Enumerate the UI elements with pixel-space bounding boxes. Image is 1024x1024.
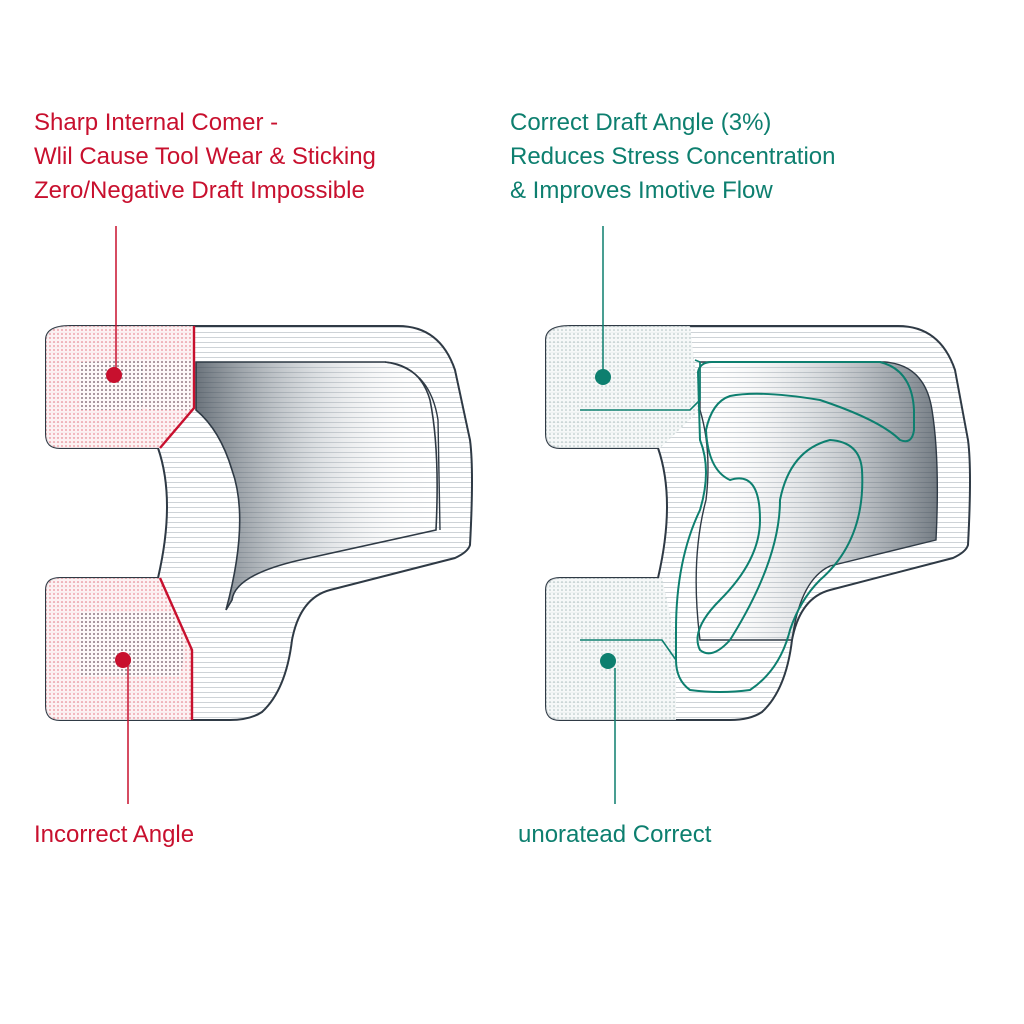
callout-line-1: Sharp Internal Comer - [34,109,279,136]
flow-outline [580,359,701,411]
sharp-corner-line [158,577,194,720]
draft-zone [546,578,676,720]
corner-pocket [80,612,184,676]
marker-dot [106,367,122,383]
callout-line-3: Zero/Negative Draft Impossible [34,177,365,204]
draft-zone [546,326,700,448]
inner-cavity-edge [384,361,441,531]
sharp-corner-line [159,326,196,449]
flow-outline [580,639,677,661]
marker-dot [595,369,611,385]
correct-angle-label: unoratead Correct [518,821,712,848]
callout-line-1: Correct Draft Angle (3%) [510,109,772,136]
marker-dot [600,653,616,669]
inner-cavity [695,361,939,641]
flow-outline [675,361,915,693]
incorrect-part [45,226,473,804]
marker-dot [115,652,131,668]
corner-pocket [80,360,196,410]
inner-cavity [195,361,438,611]
correct-part [545,226,971,804]
callout-line-2: Reduces Stress Concentration [510,143,836,170]
callout-line-2: Wlil Cause Tool Wear & Sticking [34,143,376,170]
incorrect-design-callout: Sharp Internal Comer - Wlil Cause Tool W… [34,106,376,208]
callout-line-3: & Improves Imotive Flow [510,177,773,204]
correct-design-callout: Correct Draft Angle (3%) Reduces Stress … [510,106,836,208]
incorrect-angle-label: Incorrect Angle [34,821,195,848]
